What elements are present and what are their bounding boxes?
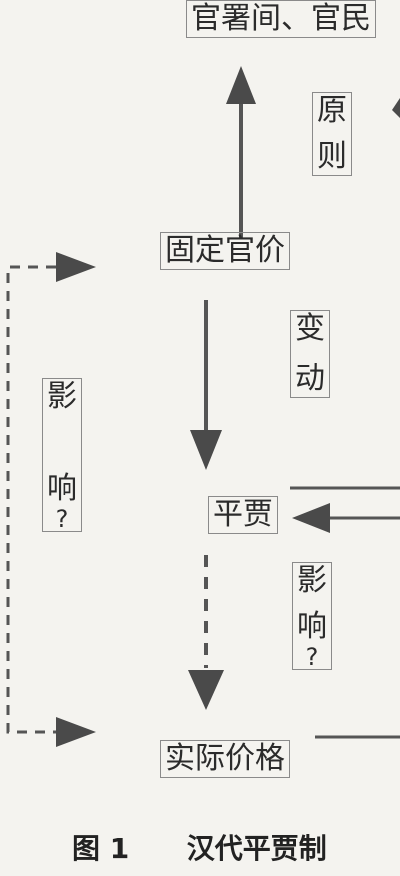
label-change-char-2: 动 <box>295 361 325 396</box>
label-influence-left-char-2: 响 <box>47 471 77 506</box>
arrow-head-down <box>190 430 222 470</box>
label-influence-right: 影 响 ? <box>292 562 332 670</box>
node-fixed-price: 固定官价 <box>160 232 290 270</box>
label-influence-left-question: ? <box>55 505 69 533</box>
arrow-head-dashed-down <box>188 670 224 710</box>
arrow-head-left <box>292 503 330 533</box>
label-influence-right-char-2: 响 <box>297 609 327 644</box>
label-influence-left: 影 响 ? <box>42 378 82 532</box>
figure-caption: 图 1 汉代平贾制 <box>72 832 327 866</box>
arrow-head-loop-bottom <box>56 717 96 747</box>
feedback-loop-dashed <box>6 265 56 734</box>
label-influence-left-char-1: 影 <box>47 379 77 414</box>
arrow-head-top-right <box>392 98 400 118</box>
label-change: 变 动 <box>290 310 330 398</box>
node-actual-price: 实际价格 <box>160 740 290 778</box>
label-influence-right-question: ? <box>305 643 319 671</box>
arrow-head-loop-top <box>56 252 96 282</box>
figure-title: 汉代平贾制 <box>186 832 327 865</box>
node-top-official: 官署间、官民 <box>186 0 376 38</box>
figure-number: 图 1 <box>72 832 130 865</box>
node-pingzhun: 平贾 <box>208 496 278 534</box>
label-change-char-1: 变 <box>295 311 325 346</box>
label-principle-char-1: 原 <box>317 93 347 128</box>
label-principle-char-2: 则 <box>317 139 347 174</box>
label-principle: 原 则 <box>312 92 352 176</box>
label-influence-right-char-1: 影 <box>297 563 327 598</box>
arrow-head-up <box>226 66 256 104</box>
